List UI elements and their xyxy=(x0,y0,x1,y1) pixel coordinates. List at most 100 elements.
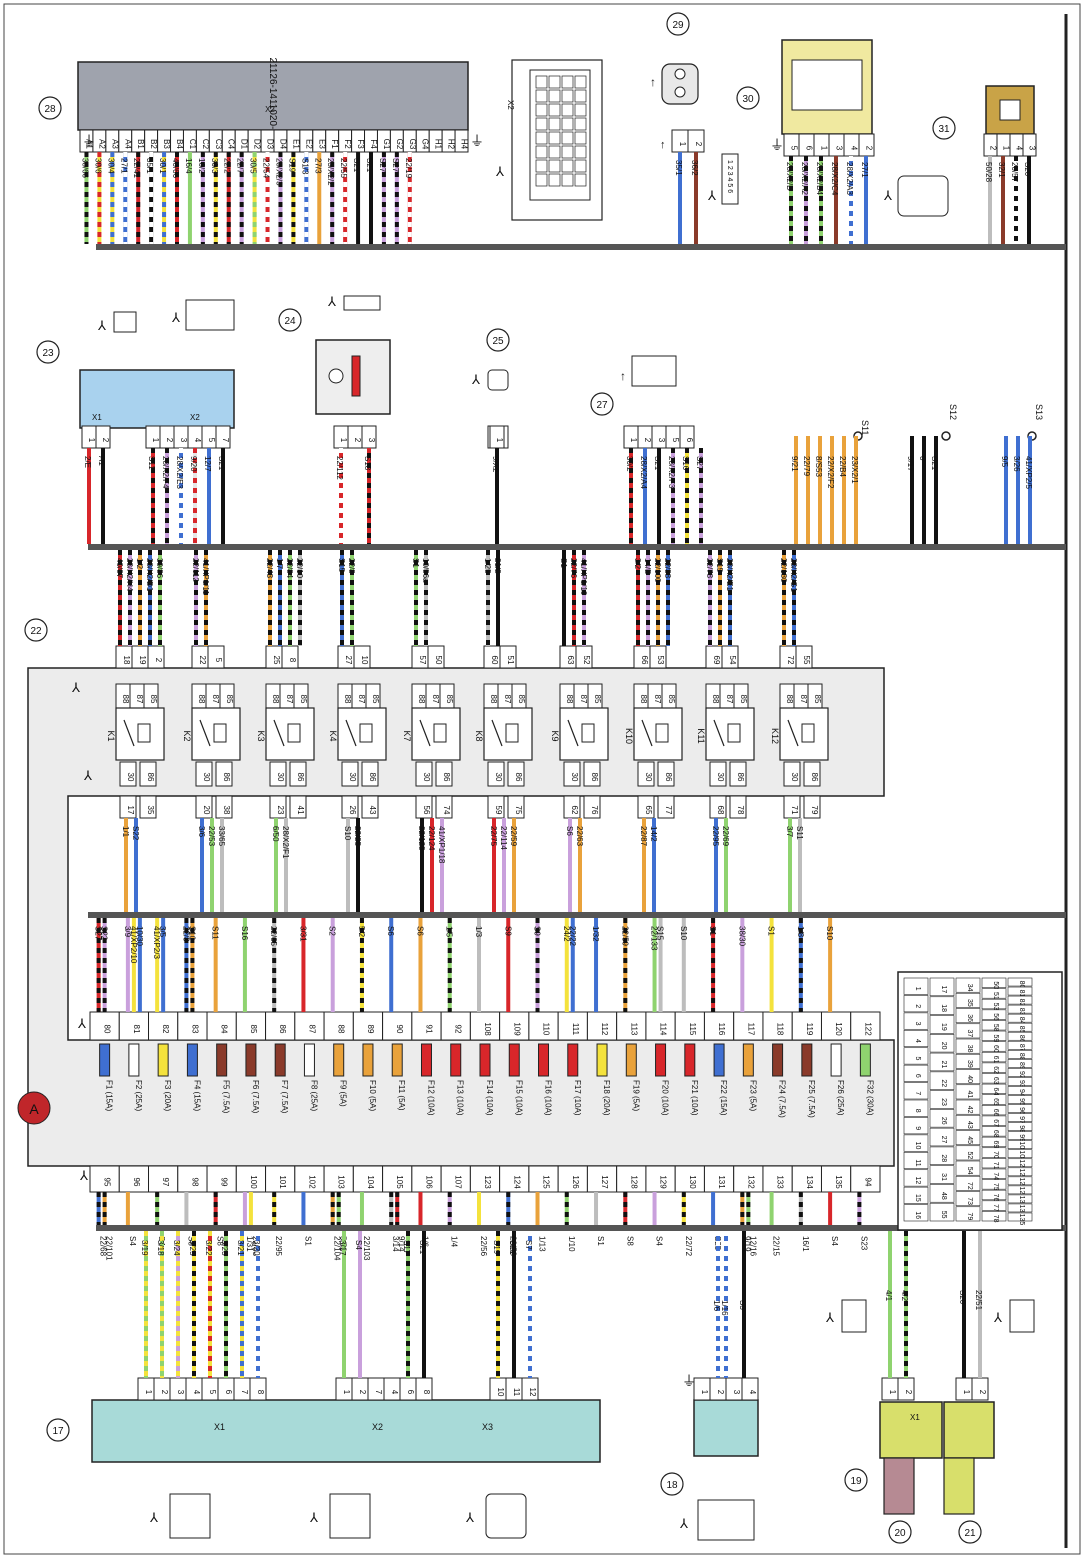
inset-cell-number: 73 xyxy=(966,1197,973,1205)
relay-bottom-wire-label: 3/6 xyxy=(197,826,206,838)
x2-cell xyxy=(561,103,574,117)
upper-wire-label: 3/26 xyxy=(1012,456,1021,472)
c17-x2-pin-label: 2 xyxy=(358,1390,367,1395)
inset-cell xyxy=(955,1099,981,1115)
relay-top-pin-label: 19 xyxy=(138,656,147,665)
inset-cell xyxy=(903,1064,929,1082)
ecu-pin-label: C3 xyxy=(214,139,223,150)
relay-coil-pin-label: 30 xyxy=(716,773,725,782)
inset-cell xyxy=(955,1130,981,1146)
fuse-body xyxy=(99,1043,111,1077)
fuse-bottom-pin xyxy=(645,1165,676,1193)
fuse-bottom-wire-label: 22/95 xyxy=(274,1236,283,1257)
inset-cell-number: 97 xyxy=(1018,1116,1025,1124)
relay-coil-icon xyxy=(137,723,151,743)
fuse-top-pin-label: 108 xyxy=(483,1022,492,1036)
upper-pin-label: 3 xyxy=(179,438,188,443)
relay-bottom-pin-label: 75 xyxy=(514,806,523,815)
upper-wire-label: 8/S53 xyxy=(814,456,823,477)
relay-switch-icon xyxy=(123,719,135,747)
relay-bottom-wire-label: 3/7 xyxy=(785,826,794,838)
relay-top-pin-label: 66 xyxy=(640,656,649,665)
relay-top-wire-label: S1 xyxy=(411,558,420,568)
fuse-body xyxy=(391,1043,403,1077)
c31-pin-label: 2 xyxy=(989,146,998,151)
fuse-top-pin xyxy=(382,1011,413,1041)
inset-cell xyxy=(929,1015,955,1034)
relay-bottom-pin-label: 59 xyxy=(494,806,503,815)
ecu-wire-label: S27 xyxy=(378,158,387,173)
relay-coil-pin xyxy=(709,761,727,787)
inset-cell-number: 53 xyxy=(992,1003,999,1011)
inset-cell-number: 39 xyxy=(966,1060,973,1068)
fuse-label: F23 (5A) xyxy=(748,1080,757,1111)
fuse-bottom-pin-label: 104 xyxy=(366,1175,375,1189)
relay-top-wire-label: 40/67 xyxy=(115,558,124,579)
fuse-top-pin xyxy=(118,1011,150,1041)
inset-cell xyxy=(981,1073,1007,1084)
inset-cell-number: 99 xyxy=(1018,1134,1025,1142)
connector-face-icon: ⅄ xyxy=(465,1510,474,1525)
fuse-body xyxy=(274,1043,286,1077)
c17-x1-pin-label: 8 xyxy=(256,1390,265,1395)
connector-face-icon: ⅄ xyxy=(707,188,716,203)
ecu-pin-label: F4 xyxy=(369,139,378,149)
upper-wire-label: 28/X2/F4 xyxy=(161,456,170,489)
component-23: 23 X1 X2 ⅄ ⅄ xyxy=(36,299,235,429)
fuse-label: F26 (25A) xyxy=(836,1080,845,1116)
fuse-bottom-wire-label: 12/16 xyxy=(748,1236,757,1257)
inset-cell-number: 121 xyxy=(1018,1168,1025,1180)
relay-bottom-pin-label: 43 xyxy=(368,806,377,815)
connector-face-icon: ⅄ xyxy=(471,372,480,387)
x2-cell xyxy=(574,75,587,89)
relay-switch-icon xyxy=(713,719,725,747)
fuse-top-wire-label: S9 xyxy=(503,926,512,936)
watermark-letter: A xyxy=(29,1101,39,1117)
inset-cell xyxy=(1007,1040,1033,1050)
relay-contact-pin-label: 87 xyxy=(357,695,366,704)
relay-label: K12 xyxy=(770,728,780,744)
ecu-wire-label: 27/3 xyxy=(313,158,322,174)
upper-pin-label: 1 xyxy=(629,438,638,443)
connector-face-icon: ⅄ xyxy=(97,318,106,333)
connector-face-icon: ⅄ xyxy=(825,1310,834,1325)
fuse-bottom-wire-label: 22/53 xyxy=(251,1236,260,1257)
relay-coil-pin xyxy=(507,761,525,787)
fuse-top-wire-label: S11 xyxy=(211,926,220,940)
fuse-bottom-pin-label: 129 xyxy=(659,1175,668,1189)
fuse-body xyxy=(684,1043,696,1077)
relay-top-wire-label: 22/78 xyxy=(705,558,714,579)
relay-bottom-pin-label: 23 xyxy=(276,806,285,815)
inset-cell xyxy=(981,1158,1007,1169)
inset-cell-number: 27 xyxy=(940,1136,947,1144)
fuse-bottom-wire-label: S8 xyxy=(216,1236,225,1246)
ecu-pin-label: E2 xyxy=(304,139,313,149)
relay-top-pin-label: 69 xyxy=(712,656,721,665)
relay-bottom-pin-label: 79 xyxy=(810,806,819,815)
inset-cell xyxy=(955,1206,981,1222)
connector-face-icon: ⅄ xyxy=(83,768,92,783)
ecu-wire-label: 22/54 xyxy=(262,158,271,179)
fuse-body xyxy=(245,1043,257,1077)
fuse-body xyxy=(333,1043,345,1077)
fuse-bottom-pin xyxy=(323,1165,354,1193)
x2-cell xyxy=(548,173,561,187)
fuse-top-wire-label: 22/133 xyxy=(650,926,659,951)
inset-cell xyxy=(1007,1203,1033,1213)
inset-cell xyxy=(981,1094,1007,1105)
x2-cell xyxy=(548,89,561,103)
c17-wire-label: S17 xyxy=(402,1240,411,1255)
fuse-bottom-pin xyxy=(411,1165,442,1193)
relay-bottom-pin-label: 38 xyxy=(222,806,231,815)
c29-wire-label: 36/2 xyxy=(690,160,699,176)
upper-wire-label: 22/112 xyxy=(335,456,344,480)
inset-cell xyxy=(981,1200,1007,1211)
fuse-label: F5 (7.5A) xyxy=(222,1080,231,1114)
bus-bar-middle xyxy=(88,912,1066,918)
fuse-bottom-pin-label: 126 xyxy=(571,1175,580,1189)
